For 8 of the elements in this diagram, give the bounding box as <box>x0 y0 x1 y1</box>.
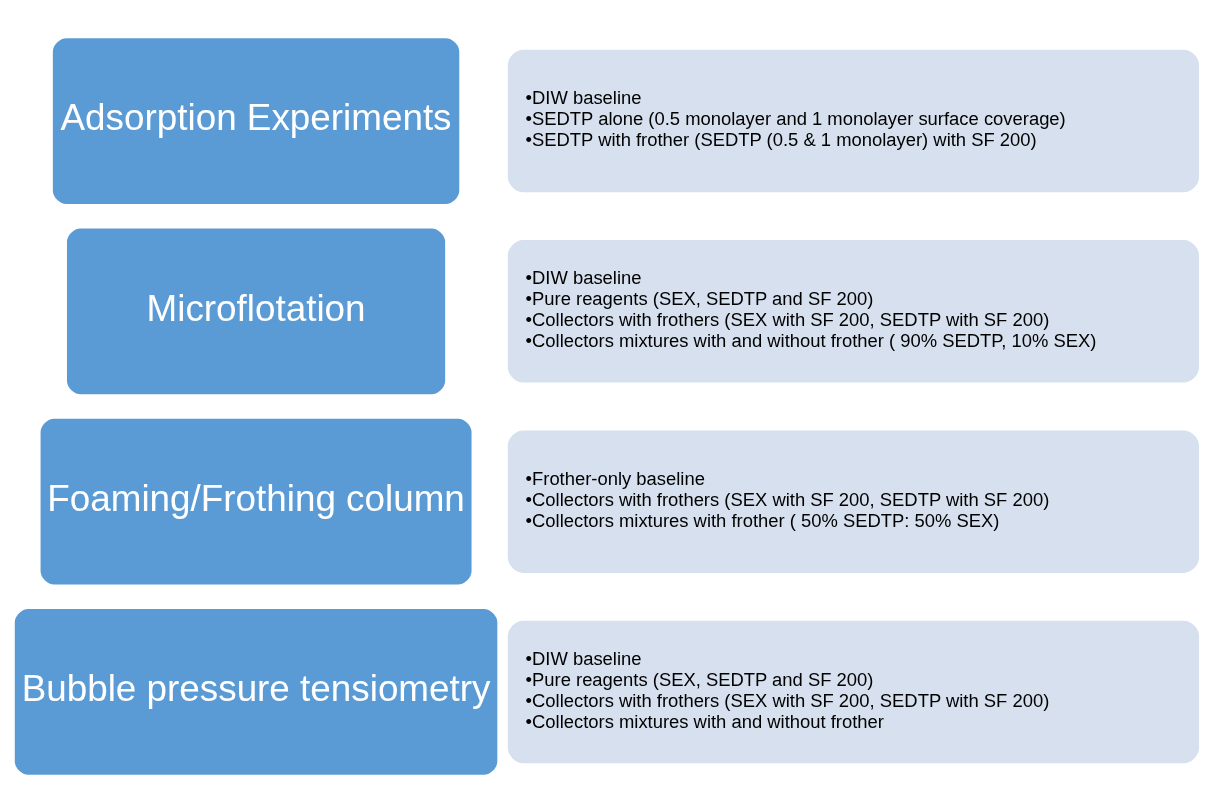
node-box: •Frother-only baseline •Collectors with frothers (SEX with SF 200, SEDTP with SF 200) •Collectors mixtures with frother ( 50% SEDTP: 50% SEX) <box>507 429 1200 573</box>
node-box: Bubble pressure tensiometry <box>12 606 500 777</box>
node-box: •DIW baseline •Pure reagents (SEX, SEDTP and SF 200) •Collectors with frothers (SEX with SF 200, SEDTP with SF 200) •Collectors mixtures with and without frother ( 90% SEDTP, 10% SEX) <box>507 239 1200 383</box>
node-box: Adsorption Experiments <box>50 35 462 206</box>
node-box: •DIW baseline •SEDTP alone (0.5 monolayer and 1 monolayer surface coverage) •SEDTP with frother (SEDTP (0.5 & 1 monolayer) with SF 200) <box>507 49 1200 192</box>
node-box: Foaming/Frothing column <box>38 415 474 587</box>
node-box: •DIW baseline •Pure reagents (SEX, SEDTP and SF 200) •Collectors with frothers (SEX with SF 200, SEDTP with SF 200) •Collectors mixtures with and without frother <box>507 620 1200 763</box>
node-box: Microflotation <box>64 225 448 397</box>
